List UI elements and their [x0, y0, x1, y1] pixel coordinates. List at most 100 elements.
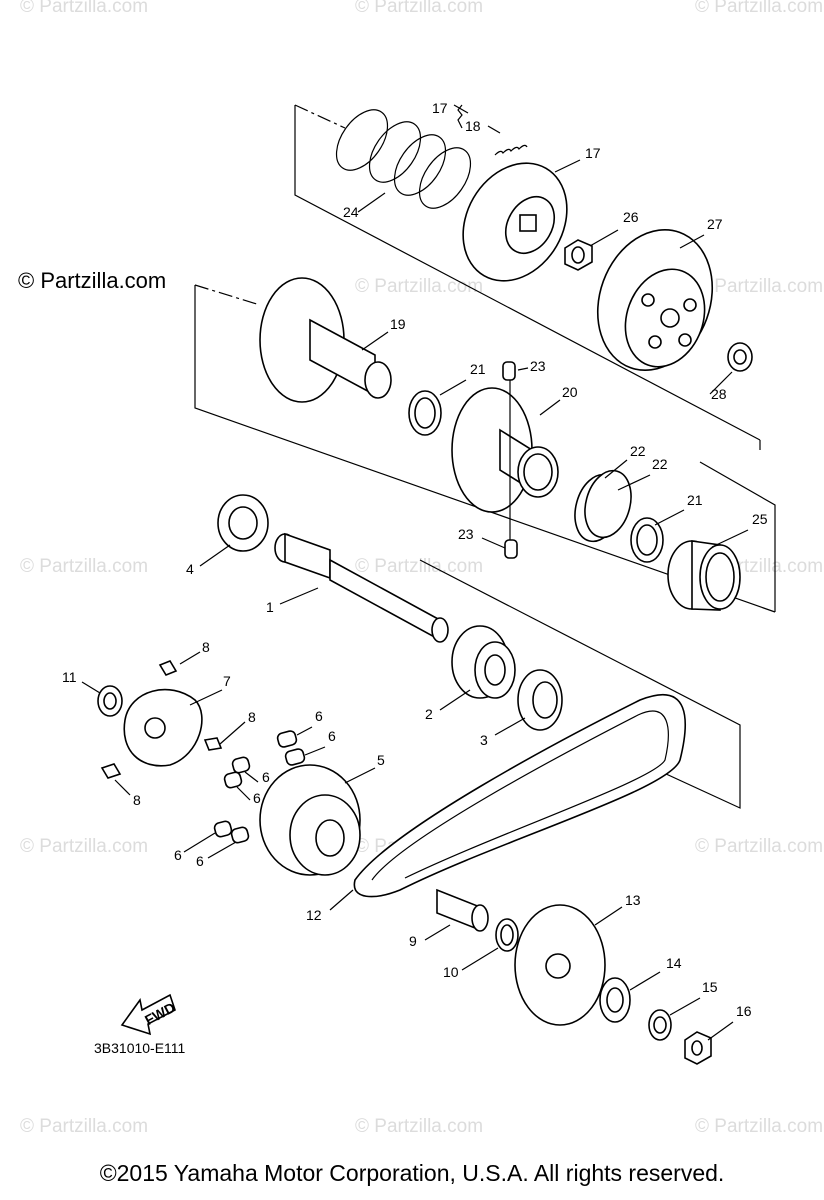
callout-17: 17 [585, 145, 601, 161]
partzilla-copyright-mark: © Partzilla.com [18, 268, 167, 293]
leader-line-6 [296, 726, 313, 736]
part-13-primary-fixed-sheave [514, 904, 606, 1026]
part-28-nut [727, 342, 753, 372]
clutch-assembly-box [294, 104, 761, 450]
part-27-clutch-housing [596, 228, 714, 372]
leader-line-6 [304, 746, 326, 756]
callout-14: 14 [666, 955, 682, 971]
watermark-text: © Partzilla.com [20, 836, 148, 857]
callout-27: 27 [707, 216, 723, 232]
leader-line-21 [439, 379, 467, 396]
part-21-oil-seal-bottom [630, 517, 664, 563]
leader-line-8 [179, 651, 201, 665]
part-7-cam [123, 688, 203, 767]
callout-4: 4 [186, 561, 194, 577]
leader-line-19 [361, 331, 389, 351]
callout-8: 8 [133, 792, 141, 808]
callout-5: 5 [377, 752, 385, 768]
callout-12: 12 [306, 907, 322, 923]
leader-line-18 [487, 125, 501, 134]
callout-17: 17 [432, 100, 448, 116]
watermark-text: © Partzilla.com [20, 1116, 148, 1137]
part-4-bearing [217, 494, 269, 552]
callout-11: 11 [62, 669, 77, 685]
leader-line-20 [539, 399, 561, 416]
callout-28: 28 [711, 386, 727, 402]
leader-line-17 [453, 104, 469, 114]
leader-line-8 [114, 779, 131, 796]
secondary-sheave-box [194, 284, 776, 613]
leader-line-16 [707, 1021, 734, 1041]
callout-bracket [457, 104, 463, 129]
leader-line-4 [199, 544, 231, 567]
part-19-secondary-fixed-sheave [259, 277, 392, 403]
callout-6: 6 [315, 708, 323, 724]
diagram-code: 3B31010-E111 [94, 1040, 186, 1056]
leader-line-6 [244, 771, 259, 783]
callout-2: 2 [425, 706, 433, 722]
leader-line-1 [279, 587, 319, 605]
part-16-nut [684, 1031, 712, 1065]
callout-24: 24 [343, 204, 359, 220]
leader-line-13 [594, 906, 623, 926]
callout-9: 9 [409, 933, 417, 949]
part-8-sliders [100, 660, 223, 779]
part-22-o-rings [574, 469, 632, 543]
watermark-text: © Partzilla.com [695, 276, 823, 297]
leader-line-25 [711, 529, 749, 548]
callout-10: 10 [443, 964, 459, 980]
callout-22: 22 [652, 456, 668, 472]
part-18-clutch-spring [494, 144, 528, 156]
part-5-primary-sliding-sheave [259, 764, 361, 876]
part-14-washer [599, 977, 631, 1023]
part-23-guide-pin-top [502, 361, 516, 381]
leader-line-15 [669, 997, 701, 1016]
leader-line-6 [183, 832, 216, 853]
part-11-washer [97, 685, 123, 717]
leader-line-28 [709, 371, 733, 395]
watermark-layer: © Partzilla.com © Partzilla.com © Partzill… [20, 0, 823, 1137]
leader-line-23 [481, 537, 506, 549]
leader-line-7 [189, 689, 223, 706]
callout-23: 23 [530, 358, 546, 374]
callout-6: 6 [196, 853, 204, 869]
part-21-oil-seal-top [408, 390, 442, 436]
watermark-text: © Partzilla.com [695, 0, 823, 17]
leader-line-9 [424, 924, 451, 941]
callout-13: 13 [625, 892, 641, 908]
part-9-collar [436, 888, 489, 932]
callout-21: 21 [470, 361, 486, 377]
part-10-washer [495, 918, 519, 952]
callout-20: 20 [562, 384, 578, 400]
callout-21: 21 [687, 492, 703, 508]
callout-22: 22 [630, 443, 646, 459]
leader-line-23 [517, 367, 529, 371]
watermark-text: © Partzilla.com [20, 0, 148, 17]
leader-line-6 [236, 786, 251, 801]
leader-line-8 [219, 721, 246, 745]
part-25-collar [667, 540, 741, 611]
leader-line-3 [494, 717, 526, 736]
leader-line-26 [589, 229, 619, 247]
callout-6: 6 [262, 769, 270, 785]
fwd-arrow-icon: FWD [120, 993, 178, 1036]
callout-18: 18 [465, 118, 481, 134]
leader-line-14 [629, 971, 661, 991]
part-3-bearing [517, 669, 563, 731]
leader-line-21 [654, 509, 685, 526]
watermark-text: © Partzilla.com [355, 276, 483, 297]
part-23-guide-pin-bottom [504, 539, 518, 559]
part-15-washer [648, 1009, 672, 1041]
part-12-v-belt [353, 693, 686, 898]
watermark-text: © Partzilla.com [355, 1116, 483, 1137]
callout-25: 25 [752, 511, 768, 527]
callout-1: 1 [266, 599, 274, 615]
leader-line-24 [357, 192, 386, 213]
leader-line-5 [344, 767, 376, 784]
callout-23: 23 [458, 526, 474, 542]
leader-line-2 [439, 689, 471, 711]
callout-26: 26 [623, 209, 639, 225]
watermark-text: © Partzilla.com [355, 0, 483, 17]
part-26-nut [564, 239, 593, 271]
